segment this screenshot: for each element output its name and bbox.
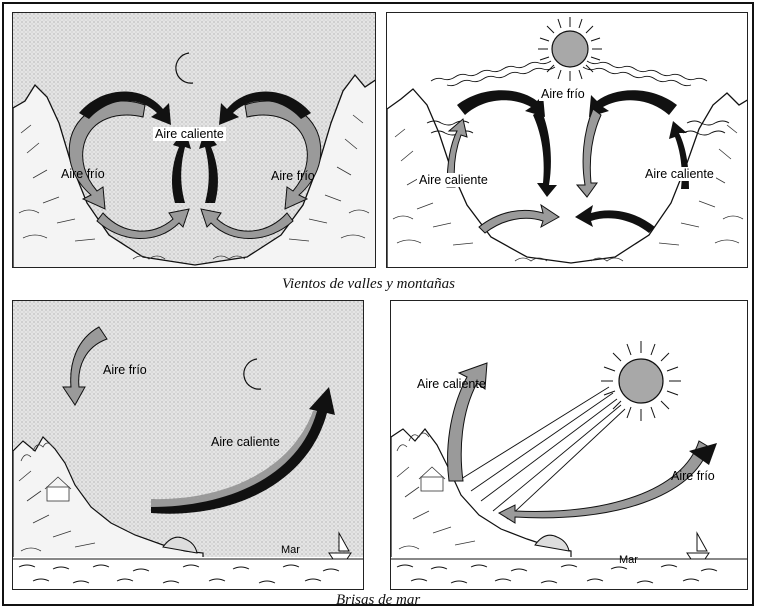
label-cold-air-right: Aire frío	[271, 169, 315, 183]
sea-day-illustration	[391, 301, 748, 590]
label-warm-air: Aire caliente	[153, 127, 226, 141]
valley-day-illustration	[387, 13, 748, 268]
label-warm-air: Aire caliente	[211, 435, 280, 449]
caption-valleys: Vientos de valles y montañas	[282, 276, 455, 293]
warm-arrow-top-right	[589, 90, 677, 117]
sun-icon	[538, 17, 602, 81]
label-warm-air-right: Aire caliente	[643, 167, 716, 181]
panel-sea-day: Aire caliente Aire frío Mar	[390, 300, 748, 590]
label-cold-air: Aire frío	[103, 363, 147, 377]
panel-valley-day: Aire frío Aire caliente Aire caliente	[386, 12, 748, 268]
cold-arrow-descending-right	[577, 109, 601, 197]
warm-arrow-descending-left	[533, 109, 557, 197]
label-cold-air-left: Aire frío	[61, 167, 105, 181]
label-warm-air: Aire caliente	[417, 377, 486, 391]
label-warm-air-left: Aire caliente	[417, 173, 490, 187]
label-cold-air: Aire frío	[539, 87, 587, 101]
cold-arrow-bottom-left	[479, 205, 559, 233]
label-cold-air: Aire frío	[671, 469, 715, 483]
sun-icon	[601, 341, 681, 421]
warm-arrow-top-left	[457, 90, 545, 117]
panel-valley-night: Aire caliente Aire frío Aire frío	[12, 12, 376, 268]
sea-surface	[13, 557, 364, 590]
caption-sea: Brisas de mar	[336, 592, 420, 609]
sea-night-illustration	[13, 301, 364, 590]
label-sea: Mar	[281, 543, 300, 557]
label-sea: Mar	[619, 553, 638, 567]
sun-rays	[461, 387, 625, 519]
warm-arrow-bottom-right	[575, 205, 655, 233]
sea-surface	[391, 557, 748, 590]
panel-sea-night: Aire frío Aire caliente Mar	[12, 300, 364, 590]
sailboat-icon	[687, 533, 709, 559]
